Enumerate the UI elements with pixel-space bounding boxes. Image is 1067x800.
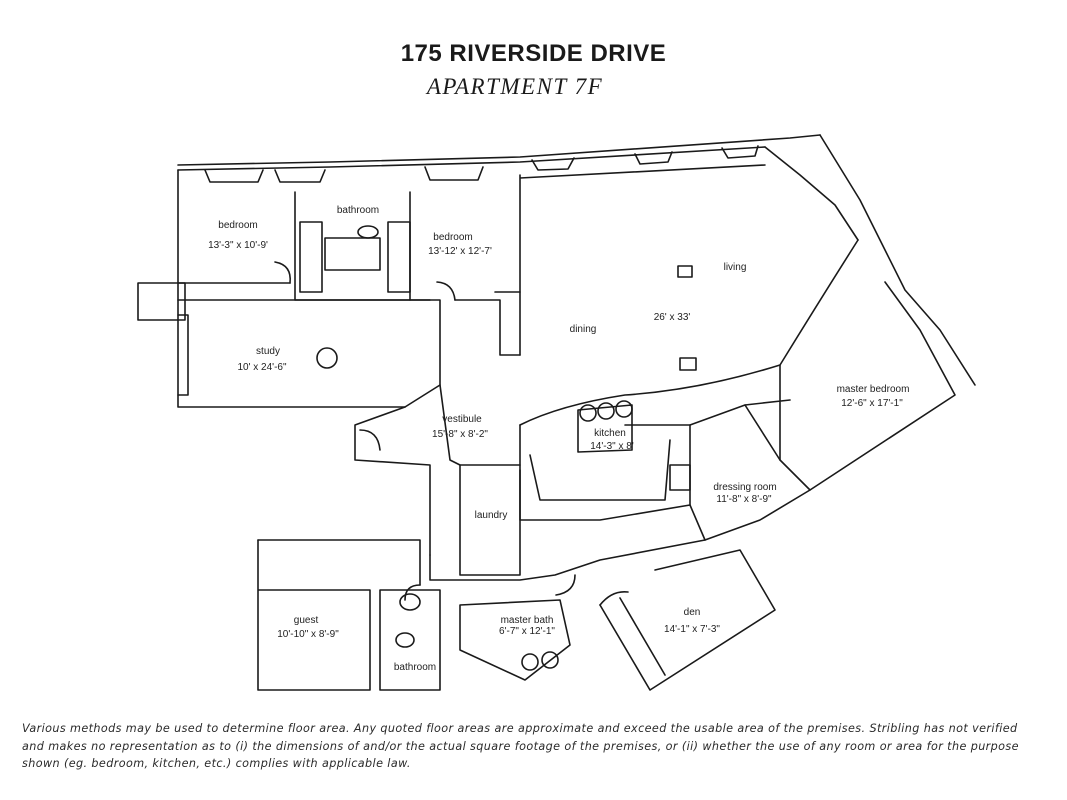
door-swing — [359, 429, 381, 451]
room-kitchen-size: 14'-3" x 8' — [590, 441, 634, 452]
room-den: den — [684, 607, 701, 618]
room-master-bedroom: master bedroom — [837, 384, 910, 395]
room-dressing-room: dressing room — [713, 482, 776, 493]
vestibule-walls — [354, 406, 431, 556]
room-living: living — [724, 262, 747, 273]
room-bedroom-east-size: 13'-12' x 12'-7' — [428, 246, 492, 257]
bedroom-west-walls — [177, 169, 291, 301]
bedroom-east-walls — [409, 299, 521, 356]
bar-stool — [579, 404, 597, 422]
disclaimer-line: Various methods may be used to determine… — [22, 722, 1018, 735]
kitchen-island — [577, 404, 633, 453]
master-bath-walls — [459, 599, 571, 681]
bay-west — [137, 282, 186, 321]
exterior-wall-north-inner — [177, 146, 766, 171]
room-dressing-room-size: 11'-8" x 8'-9" — [716, 494, 772, 505]
room-master-bath: master bath — [501, 615, 554, 626]
kitchen-outline — [519, 424, 691, 521]
den-inner — [619, 597, 666, 676]
exterior-wall-north — [177, 134, 821, 166]
dressing-walls — [689, 404, 811, 541]
room-guest-size: 10'-10" x 8'-9" — [277, 629, 339, 640]
laundry-walls — [459, 464, 521, 576]
disclaimer: Various methods may be used to determine… — [22, 720, 1047, 773]
column — [316, 347, 338, 369]
room-labels: bedroom 13'-3" x 10'-9' bathroom bedroom… — [208, 205, 909, 673]
room-study-size: 10' x 24'-6" — [237, 362, 287, 373]
room-vestibule: vestibule — [442, 414, 482, 425]
master-bed-walls — [744, 364, 791, 461]
disclaimer-line: and makes no representation as to (i) th… — [22, 739, 1019, 753]
toilet — [395, 632, 415, 648]
column — [677, 265, 693, 278]
room-guest: guest — [294, 615, 319, 626]
room-laundry: laundry — [475, 510, 508, 521]
window-bay — [274, 169, 326, 183]
window-bay — [721, 145, 759, 159]
sink — [399, 593, 421, 611]
door-swing — [274, 261, 292, 284]
floor-plan: bedroom 13'-3" x 10'-9' bathroom bedroom… — [137, 134, 976, 691]
bar-stool — [615, 400, 633, 418]
kitchen-counter — [529, 439, 671, 501]
door-swing — [436, 281, 456, 301]
exterior-wall-east — [819, 134, 976, 386]
room-master-bedroom-size: 12'-6" x 17'-1" — [841, 398, 903, 409]
room-study: study — [256, 346, 280, 357]
building-address: 175 RIVERSIDE DRIVE — [400, 40, 667, 67]
vanity — [299, 221, 323, 293]
window-bay — [531, 157, 575, 171]
stove — [669, 464, 691, 491]
column — [679, 357, 697, 371]
room-bedroom-west-size: 13'-3" x 10'-9' — [208, 240, 268, 251]
room-living-size: 26' x 33' — [654, 312, 691, 323]
exterior-wall-east-lower — [809, 281, 956, 491]
sink — [541, 651, 559, 669]
sink — [521, 653, 539, 671]
guest-top — [257, 539, 421, 586]
door-swing — [599, 590, 629, 606]
guest-walls — [257, 539, 371, 691]
bathroom2-walls — [379, 589, 441, 691]
room-bedroom-west: bedroom — [218, 220, 257, 231]
door-swing — [404, 584, 421, 601]
window-bay — [204, 169, 264, 183]
toilet — [357, 225, 379, 239]
window-bay — [424, 166, 484, 181]
south-link — [429, 539, 706, 581]
vanity — [387, 221, 411, 293]
living-partition — [519, 164, 766, 356]
living-curve — [519, 239, 859, 426]
vestibule-east — [439, 384, 521, 466]
room-bathroom: bathroom — [337, 205, 379, 216]
apartment-number: APARTMENT 7F — [426, 74, 604, 99]
study-walls — [177, 299, 441, 408]
room-bedroom-east: bedroom — [433, 232, 472, 243]
den-walls — [599, 549, 776, 691]
room-master-bath-size: 6'-7" x 12'-1" — [499, 626, 555, 637]
room-bathroom-south: bathroom — [394, 662, 436, 673]
exterior-wall-east-inner — [764, 146, 859, 241]
room-vestibule-size: 15'-8" x 8'-2" — [432, 429, 488, 440]
bar-stool — [597, 402, 615, 420]
door-swing — [555, 574, 576, 596]
window-bay — [634, 151, 673, 165]
room-dining: dining — [570, 324, 597, 335]
disclaimer-line: shown (eg. bedroom, kitchen, etc.) compl… — [22, 757, 411, 770]
study-window — [177, 314, 189, 396]
room-kitchen: kitchen — [594, 428, 626, 439]
room-den-size: 14'-1" x 7'-3" — [664, 624, 720, 635]
bathtub — [324, 237, 381, 271]
